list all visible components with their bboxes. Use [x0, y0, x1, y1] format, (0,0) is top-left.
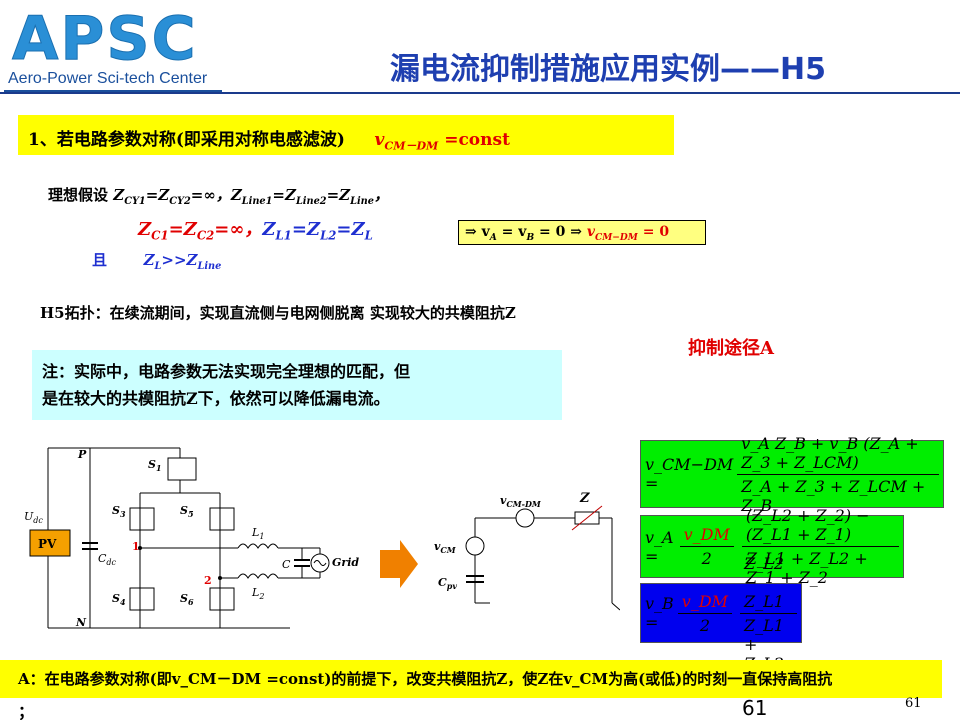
- f1-lhs: v_CM−DM =: [645, 455, 734, 493]
- slide-title: 漏电流抑制措施应用实例——H5: [390, 52, 826, 87]
- switch-s1: [167, 457, 197, 481]
- f3-num: Z_L2 − Z_L1: [740, 554, 797, 614]
- label-grid: Grid: [332, 556, 359, 569]
- vcm-dm-source: [515, 508, 535, 528]
- label-l1: L1: [251, 526, 264, 541]
- ideal-eq3-line: 且 ZL>>ZLine: [92, 251, 222, 272]
- logo-subtitle: Aero-Power Sci-tech Center: [8, 70, 208, 87]
- logo: APSC Aero-Power Sci-tech Center: [4, 4, 222, 93]
- formula-va: v_A = v_DM 2 (Z_L2 + Z_2) − (Z_L1 + Z_1)…: [640, 506, 904, 587]
- label-node-2: 2: [204, 574, 212, 587]
- label-cdc: Cdc: [98, 552, 117, 567]
- logo-letters: APSC: [12, 4, 198, 75]
- condition-text: 1、若电路参数对称(即采用对称电感滤波): [28, 130, 345, 150]
- h5-topology-text: H5拓扑：在续流期间，实现直流侧与电网侧脱离 实现较大的共模阻抗Z: [40, 304, 516, 322]
- condition-box: 1、若电路参数对称(即采用对称电感滤波) vCM－DM =const: [18, 115, 674, 155]
- note-line-2: 是在较大的共模阻抗Z下，依然可以降低漏电流。: [42, 389, 390, 408]
- pv-source: [29, 529, 71, 557]
- label-c: C: [282, 558, 291, 571]
- label-z: Z: [579, 491, 590, 506]
- logo-rule: [4, 90, 222, 93]
- label-s4: S4: [112, 592, 126, 607]
- inductor-l2: [237, 573, 279, 579]
- label-vcm: vCM: [434, 540, 457, 555]
- pv-label: PV: [38, 537, 57, 551]
- note-line-1: 注：实际中，电路参数无法实现完全理想的匹配，但: [42, 362, 411, 381]
- f3-frac1-num: v_DM: [677, 592, 733, 614]
- ideal-eq1: ZCY1=ZCY2=∞，ZLine1=ZLine2=ZLine，: [113, 186, 389, 207]
- page-number-small: 61: [905, 696, 922, 711]
- conclusion-box: A：在电路参数对称(即v_CM－DM =const)的前提下，改变共模阻抗Z，使…: [0, 660, 942, 698]
- f2-num: (Z_L2 + Z_2) − (Z_L1 + Z_1): [741, 506, 899, 547]
- inductor-l1: [237, 543, 279, 549]
- f3-frac1-den: 2: [699, 615, 711, 635]
- suppression-route: 抑制途径A: [688, 338, 774, 359]
- label-vcmdm: vCM-DM: [500, 494, 542, 509]
- conclusion-text: A：在电路参数对称(即v_CM－DM =const)的前提下，改变共模阻抗Z，使…: [18, 670, 833, 688]
- condition-eq-v: v: [374, 130, 385, 150]
- page-number: 61: [742, 696, 768, 720]
- condition-eq-sub: CM－DM: [384, 139, 439, 153]
- ideal-assumption-line: 理想假设 ZCY1=ZCY2=∞，ZLine1=ZLine2=ZLine，: [48, 184, 389, 207]
- f2-frac1-den: 2: [701, 549, 712, 568]
- label-s6: S6: [180, 592, 194, 607]
- f2-den: Z_L1 + Z_L2 + Z_1 + Z_2: [745, 549, 868, 587]
- vcm-source: [465, 536, 485, 556]
- switch-s5: [209, 507, 235, 531]
- f3-lhs: v_B =: [645, 594, 674, 632]
- label-s5: S5: [180, 504, 194, 519]
- label-node-1: 1: [132, 540, 140, 553]
- switch-s3: [129, 507, 155, 531]
- label-n: N: [75, 616, 87, 629]
- f1-num: v_A Z_B + v_B (Z_A + Z_3 + Z_LCM): [737, 434, 939, 475]
- formula-vb: v_B = v_DM 2 Z_L2 − Z_L1 Z_L1 + Z_L2: [640, 554, 802, 673]
- ideal-prefix: 理想假设: [48, 186, 114, 204]
- label-l2: L2: [251, 586, 264, 601]
- label-cpv: Cpv: [438, 576, 457, 591]
- f2-frac1-num: v_DM: [679, 525, 734, 547]
- trailing-semicolon: ；: [18, 702, 35, 720]
- f2-lhs: v_A =: [645, 527, 674, 566]
- note-box: 注：实际中，电路参数无法实现完全理想的匹配，但 是在较大的共模阻抗Z下，依然可以…: [32, 350, 562, 420]
- transform-arrow: [380, 540, 418, 588]
- implication-equation: ⇒ vA = vB = 0 ⇒ vCM−DM = 0: [458, 220, 706, 245]
- switch-s6: [209, 587, 235, 611]
- f1-den: Z_A + Z_3 + Z_LCM + Z_B: [741, 476, 926, 515]
- label-s3: S3: [112, 504, 126, 519]
- switch-s4: [129, 587, 155, 611]
- ideal-eq2-line: ZC1=ZC2=∞，ZL1=ZL2=ZL: [138, 219, 373, 243]
- title-divider: [0, 92, 960, 94]
- formula-vcm-dm: v_CM−DM = v_A Z_B + v_B (Z_A + Z_3 + Z_L…: [640, 434, 944, 515]
- and-word: 且: [92, 251, 108, 269]
- grid-source: [310, 553, 330, 573]
- label-s1: S1: [148, 458, 162, 473]
- label-p: P: [77, 448, 87, 461]
- condition-eq-rest: =const: [438, 130, 510, 150]
- label-udc: Udc: [24, 510, 43, 525]
- h5-circuit-diagram: P N PV Udc Cdc S1 S3 S5 S4 S6 1 2 L1 L2 …: [24, 447, 620, 629]
